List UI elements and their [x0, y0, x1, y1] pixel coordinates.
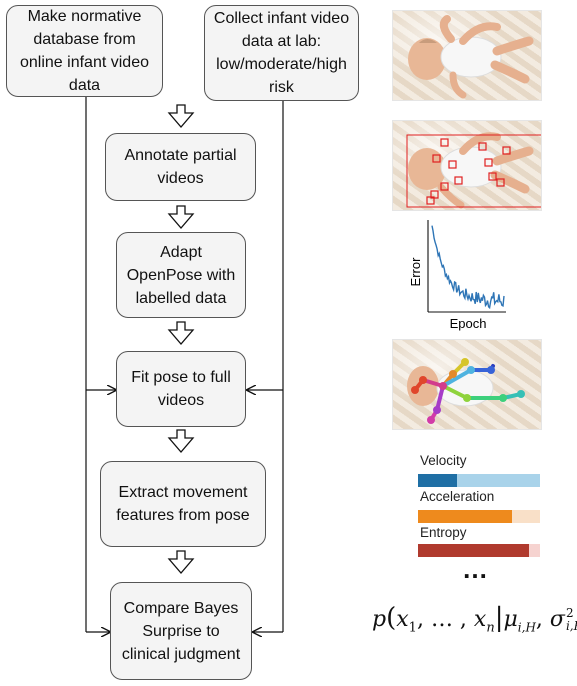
feature-bar-acceleration — [418, 510, 540, 523]
formula-sub-mu: i,H — [517, 620, 536, 635]
formula-sub-sigma: i,H — [565, 619, 577, 633]
feature-bar-velocity-fill — [418, 474, 458, 487]
feature-label-entropy: Entropy — [420, 525, 467, 540]
formula-sub-1: 1 — [408, 620, 417, 636]
feature-bar-entropy-fill — [418, 544, 530, 557]
feature-label-velocity: Velocity — [420, 453, 467, 468]
box-extract-features: Extract movement features from pose — [100, 461, 266, 547]
formula-sigma: σ — [549, 607, 565, 632]
box-collect-lab-data: Collect infant video data at lab: low/mo… — [204, 5, 359, 101]
flow-arrow-4 — [167, 429, 195, 453]
box-adapt-openpose: Adapt OpenPose with labelled data — [116, 232, 246, 318]
box-compare-bayes-text: Compare Bayes Surprise to clinical judgm… — [121, 599, 241, 663]
infant-photo — [392, 10, 542, 101]
formula-xn: x — [473, 607, 487, 632]
flow-arrow-5 — [167, 550, 195, 574]
error-plot-ylabel: Error — [408, 257, 423, 287]
training-error-plot: Error Epoch — [404, 214, 514, 336]
box-normative-database: Make normative database from online infa… — [6, 5, 163, 97]
box-extract-features-text: Extract movement features from pose — [116, 484, 250, 524]
flow-arrow-1 — [167, 104, 195, 128]
flow-arrow-3 — [167, 321, 195, 345]
feature-bar-velocity — [418, 474, 540, 487]
feature-label-acceleration: Acceleration — [420, 489, 495, 504]
formula-p: p — [372, 607, 387, 632]
error-curve — [431, 225, 505, 310]
feature-bar-entropy — [418, 544, 540, 557]
formula-x1: x — [396, 607, 409, 632]
flow-arrow-2 — [167, 205, 195, 229]
likelihood-formula: p(x1, … , xn|μi,H, σ2i,H) — [372, 603, 577, 635]
box-fit-pose-text: Fit pose to full videos — [131, 369, 231, 409]
formula-mu: μ — [503, 607, 518, 632]
feature-bar-acceleration-fill — [418, 510, 512, 523]
more-features-ellipsis: … — [462, 554, 490, 584]
formula-sup-2: 2 — [565, 606, 574, 620]
box-collect-lab-data-text: Collect infant video data at lab: low/mo… — [213, 10, 350, 96]
box-normative-database-text: Make normative database from online infa… — [20, 8, 149, 94]
box-annotate: Annotate partial videos — [105, 133, 256, 201]
formula-dots: , … , — [416, 607, 474, 632]
annotated-infant-photo — [392, 120, 542, 211]
box-adapt-openpose-text: Adapt OpenPose with labelled data — [126, 243, 236, 307]
box-annotate-text: Annotate partial videos — [124, 147, 237, 187]
box-compare-bayes: Compare Bayes Surprise to clinical judgm… — [110, 582, 252, 680]
error-plot-xlabel: Epoch — [450, 316, 487, 331]
pose-skeleton-photo — [392, 339, 542, 430]
formula-sub-n: n — [486, 620, 495, 636]
box-fit-pose: Fit pose to full videos — [116, 351, 246, 427]
